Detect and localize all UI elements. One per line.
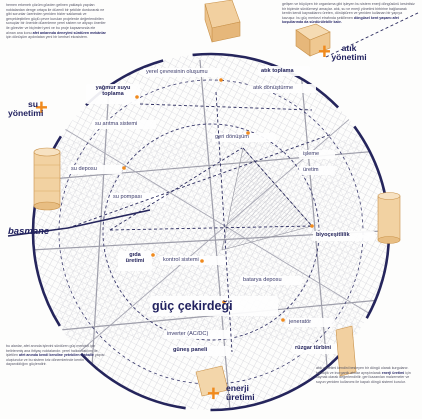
label-inverter: inverter (AC/DC) <box>167 332 208 338</box>
biogas-tank-illustration <box>378 193 400 244</box>
disaster-paragraph: bu alanlar, afet anında işlevini sürdüre… <box>6 344 106 367</box>
label-solar-panel: güneş paneli <box>173 348 207 354</box>
waste-management-label: atık yönetimi <box>331 44 367 61</box>
label-wind-turbine: rüzgar türbini <box>295 346 331 352</box>
label-rainwater-collection: yağmur suyu toplama <box>89 86 137 97</box>
plus-icon: + <box>207 381 220 407</box>
label-biodiversity: biyoçeşitlilik <box>316 233 350 239</box>
label-production: üretim <box>303 168 319 174</box>
label-waste-conversion: atık dönüştürme <box>253 86 293 92</box>
label-processing: işleme <box>303 152 319 158</box>
intro-paragraph: hemen erkeneb çözüm gözden gelinen yakla… <box>6 3 106 40</box>
label-local-environment: yerel çevresinin oluşumu <box>146 70 208 76</box>
label-recycling: geri dönüşüm <box>215 135 249 141</box>
system-paragraph: gelişen ve büyüyen bir organizma gibi iş… <box>282 2 416 25</box>
water-management-label: su yönetimi <box>8 100 38 117</box>
label-water-treatment: su arıtma sistemi <box>95 122 137 128</box>
basmane-label: basmane <box>8 227 49 237</box>
plus-icon: + <box>318 39 331 65</box>
power-core-title: güç çekirdeği <box>152 300 233 313</box>
label-water-tank: su deposu <box>71 167 97 173</box>
label-generator: jeneratör <box>289 320 311 326</box>
label-food-production: gıda üretimi <box>121 253 149 264</box>
label-water-pump: su pompası <box>113 195 142 201</box>
water-tank-illustration <box>34 148 60 210</box>
label-battery-storage: batarya deposu <box>243 278 282 284</box>
label-waste-collection: atık toplama <box>261 69 294 75</box>
waste-cycle-paragraph: atık yönetimi kendini besleyen bir döngü… <box>316 366 416 384</box>
waste-building-illustration <box>205 0 240 42</box>
energy-production-label: enerji üretimi <box>226 384 255 401</box>
label-control-system: kontrol sistemi <box>163 258 199 264</box>
